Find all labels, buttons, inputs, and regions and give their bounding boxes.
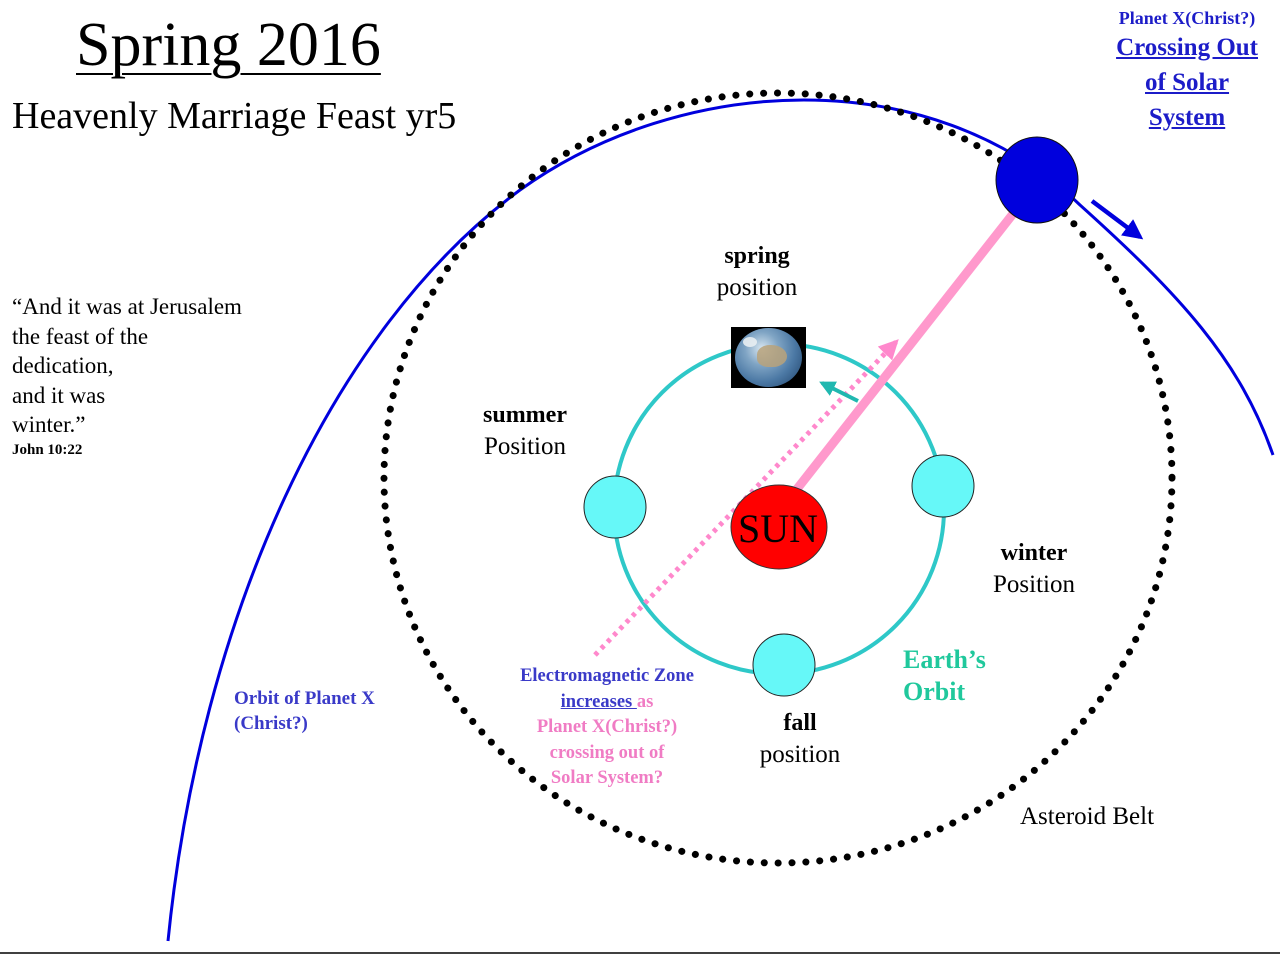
planet-x-callout: Planet X(Christ?) Crossing Out of Solar …	[1116, 6, 1258, 135]
scripture-quote: “And it was at Jerusalem the feast of th…	[12, 292, 242, 440]
em-zone-line: increases as	[492, 690, 722, 716]
season-name: spring	[724, 243, 790, 269]
sun-to-planet-x-line	[771, 179, 1042, 520]
fall-position-label: fall position	[740, 707, 860, 771]
quote-line: winter.”	[12, 412, 86, 437]
sun	[730, 484, 828, 570]
summer-position-label: summer Position	[463, 399, 587, 463]
season-word: position	[716, 274, 798, 301]
em-zone-line: Electromagnetic Zone	[520, 666, 694, 686]
planet-x-callout-line: of Solar	[1145, 69, 1230, 96]
season-name: winter	[1000, 540, 1068, 566]
planet-x-orbit-label-line: (Christ?)	[234, 713, 308, 734]
em-zone-increases: increases	[560, 691, 637, 712]
planet-x-orbit-label-line: Orbit of Planet X	[234, 688, 375, 709]
em-zone-line: crossing out of	[549, 742, 665, 763]
em-zone-label: Electromagnetic Zone increases as Planet…	[492, 664, 722, 792]
season-word: position	[759, 741, 841, 768]
asteroid-belt	[380, 89, 1176, 867]
earth-land	[757, 345, 787, 367]
earth-orbit-label-line: Earth’s	[903, 645, 986, 674]
season-word: Position	[484, 433, 566, 460]
earth-summer-position	[583, 475, 647, 539]
quote-line: and it was	[12, 382, 106, 408]
season-name: fall	[783, 710, 817, 736]
em-zone-as: as	[636, 691, 654, 712]
planet-x-orbit	[166, 98, 1275, 942]
season-word: Position	[993, 571, 1075, 598]
earth-fall-position	[752, 633, 816, 697]
planet-x-direction-arrow	[1090, 199, 1144, 240]
earth-orbit-label-line: Orbit	[903, 677, 966, 706]
earth-spring-photo	[731, 327, 806, 388]
orbit-motion-arrow	[819, 381, 859, 403]
em-zone-line: Solar System?	[550, 768, 664, 788]
season-name: summer	[483, 402, 567, 428]
sun-label: SUN	[737, 506, 819, 551]
asteroid-belt-label: Asteroid Belt	[1020, 803, 1155, 830]
quote-line: dedication,	[12, 353, 114, 378]
earth-winter-position	[911, 454, 975, 518]
scripture-reference: John 10:22	[12, 442, 83, 458]
quote-line: the feast of the	[12, 323, 149, 349]
planet-x-orbit-label: Orbit of Planet X (Christ?)	[234, 686, 375, 736]
earth-cloud	[743, 337, 757, 347]
em-zone-line: Planet X(Christ?)	[536, 717, 678, 737]
spring-position-label: spring position	[697, 240, 817, 304]
page-title: Spring 2016	[76, 11, 381, 79]
planet-x-callout-line: System	[1148, 104, 1226, 131]
winter-position-label: winter Position	[975, 537, 1093, 601]
quote-line: “And it was at Jerusalem	[12, 294, 242, 319]
planet-x	[995, 136, 1079, 224]
planet-x-callout-line: Crossing Out	[1116, 34, 1258, 61]
planet-x-callout-heading: Planet X(Christ?)	[1118, 8, 1256, 28]
page-subtitle: Heavenly Marriage Feast yr5	[12, 95, 457, 137]
earth-orbit-label: Earth’s Orbit	[903, 644, 986, 708]
